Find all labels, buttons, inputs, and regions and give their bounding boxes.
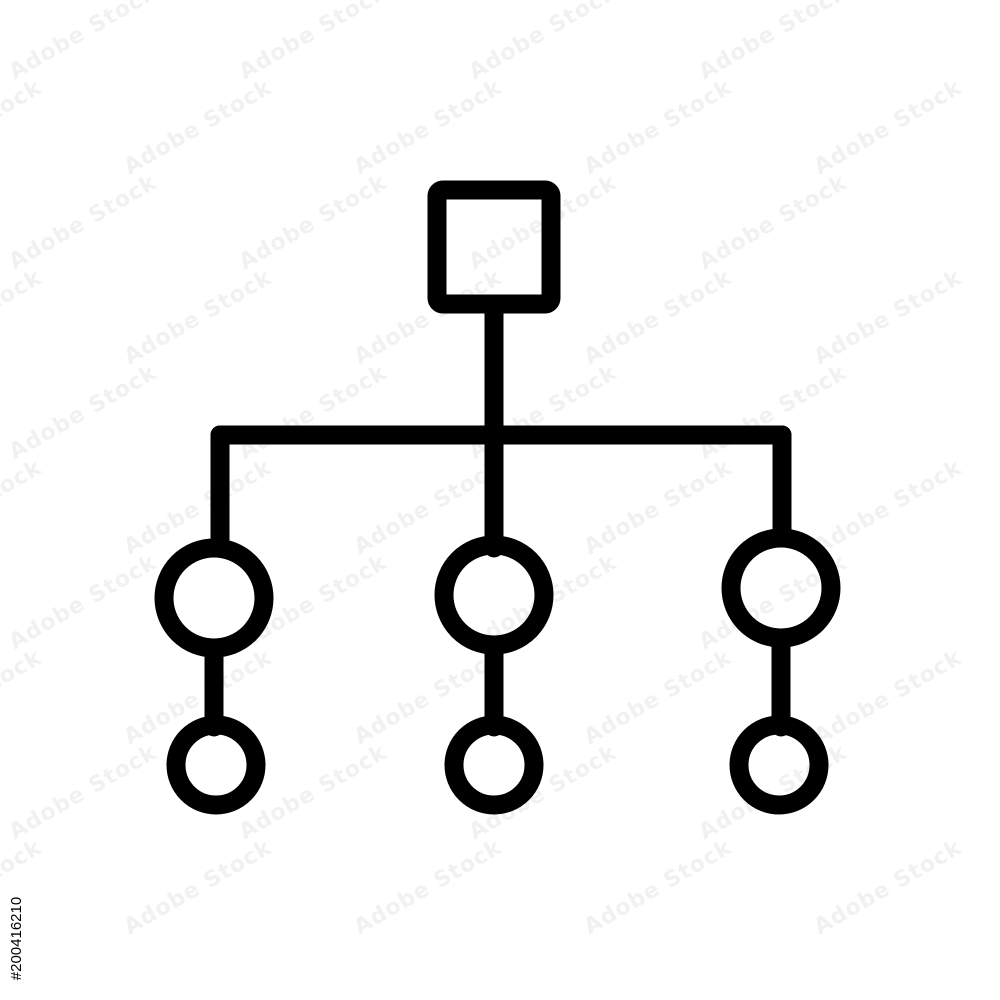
stock-id-text: #200416210 [8,896,26,980]
level-three-node-left [166,715,266,815]
level-two-node-center [434,535,554,655]
level-three-node-center [444,715,544,815]
level-two-node-left [154,538,274,658]
root-square-node [427,180,561,314]
stock-id-label: #200416210 [3,880,31,996]
level-three-node-right [729,715,829,815]
level-two-node-right [721,528,841,648]
